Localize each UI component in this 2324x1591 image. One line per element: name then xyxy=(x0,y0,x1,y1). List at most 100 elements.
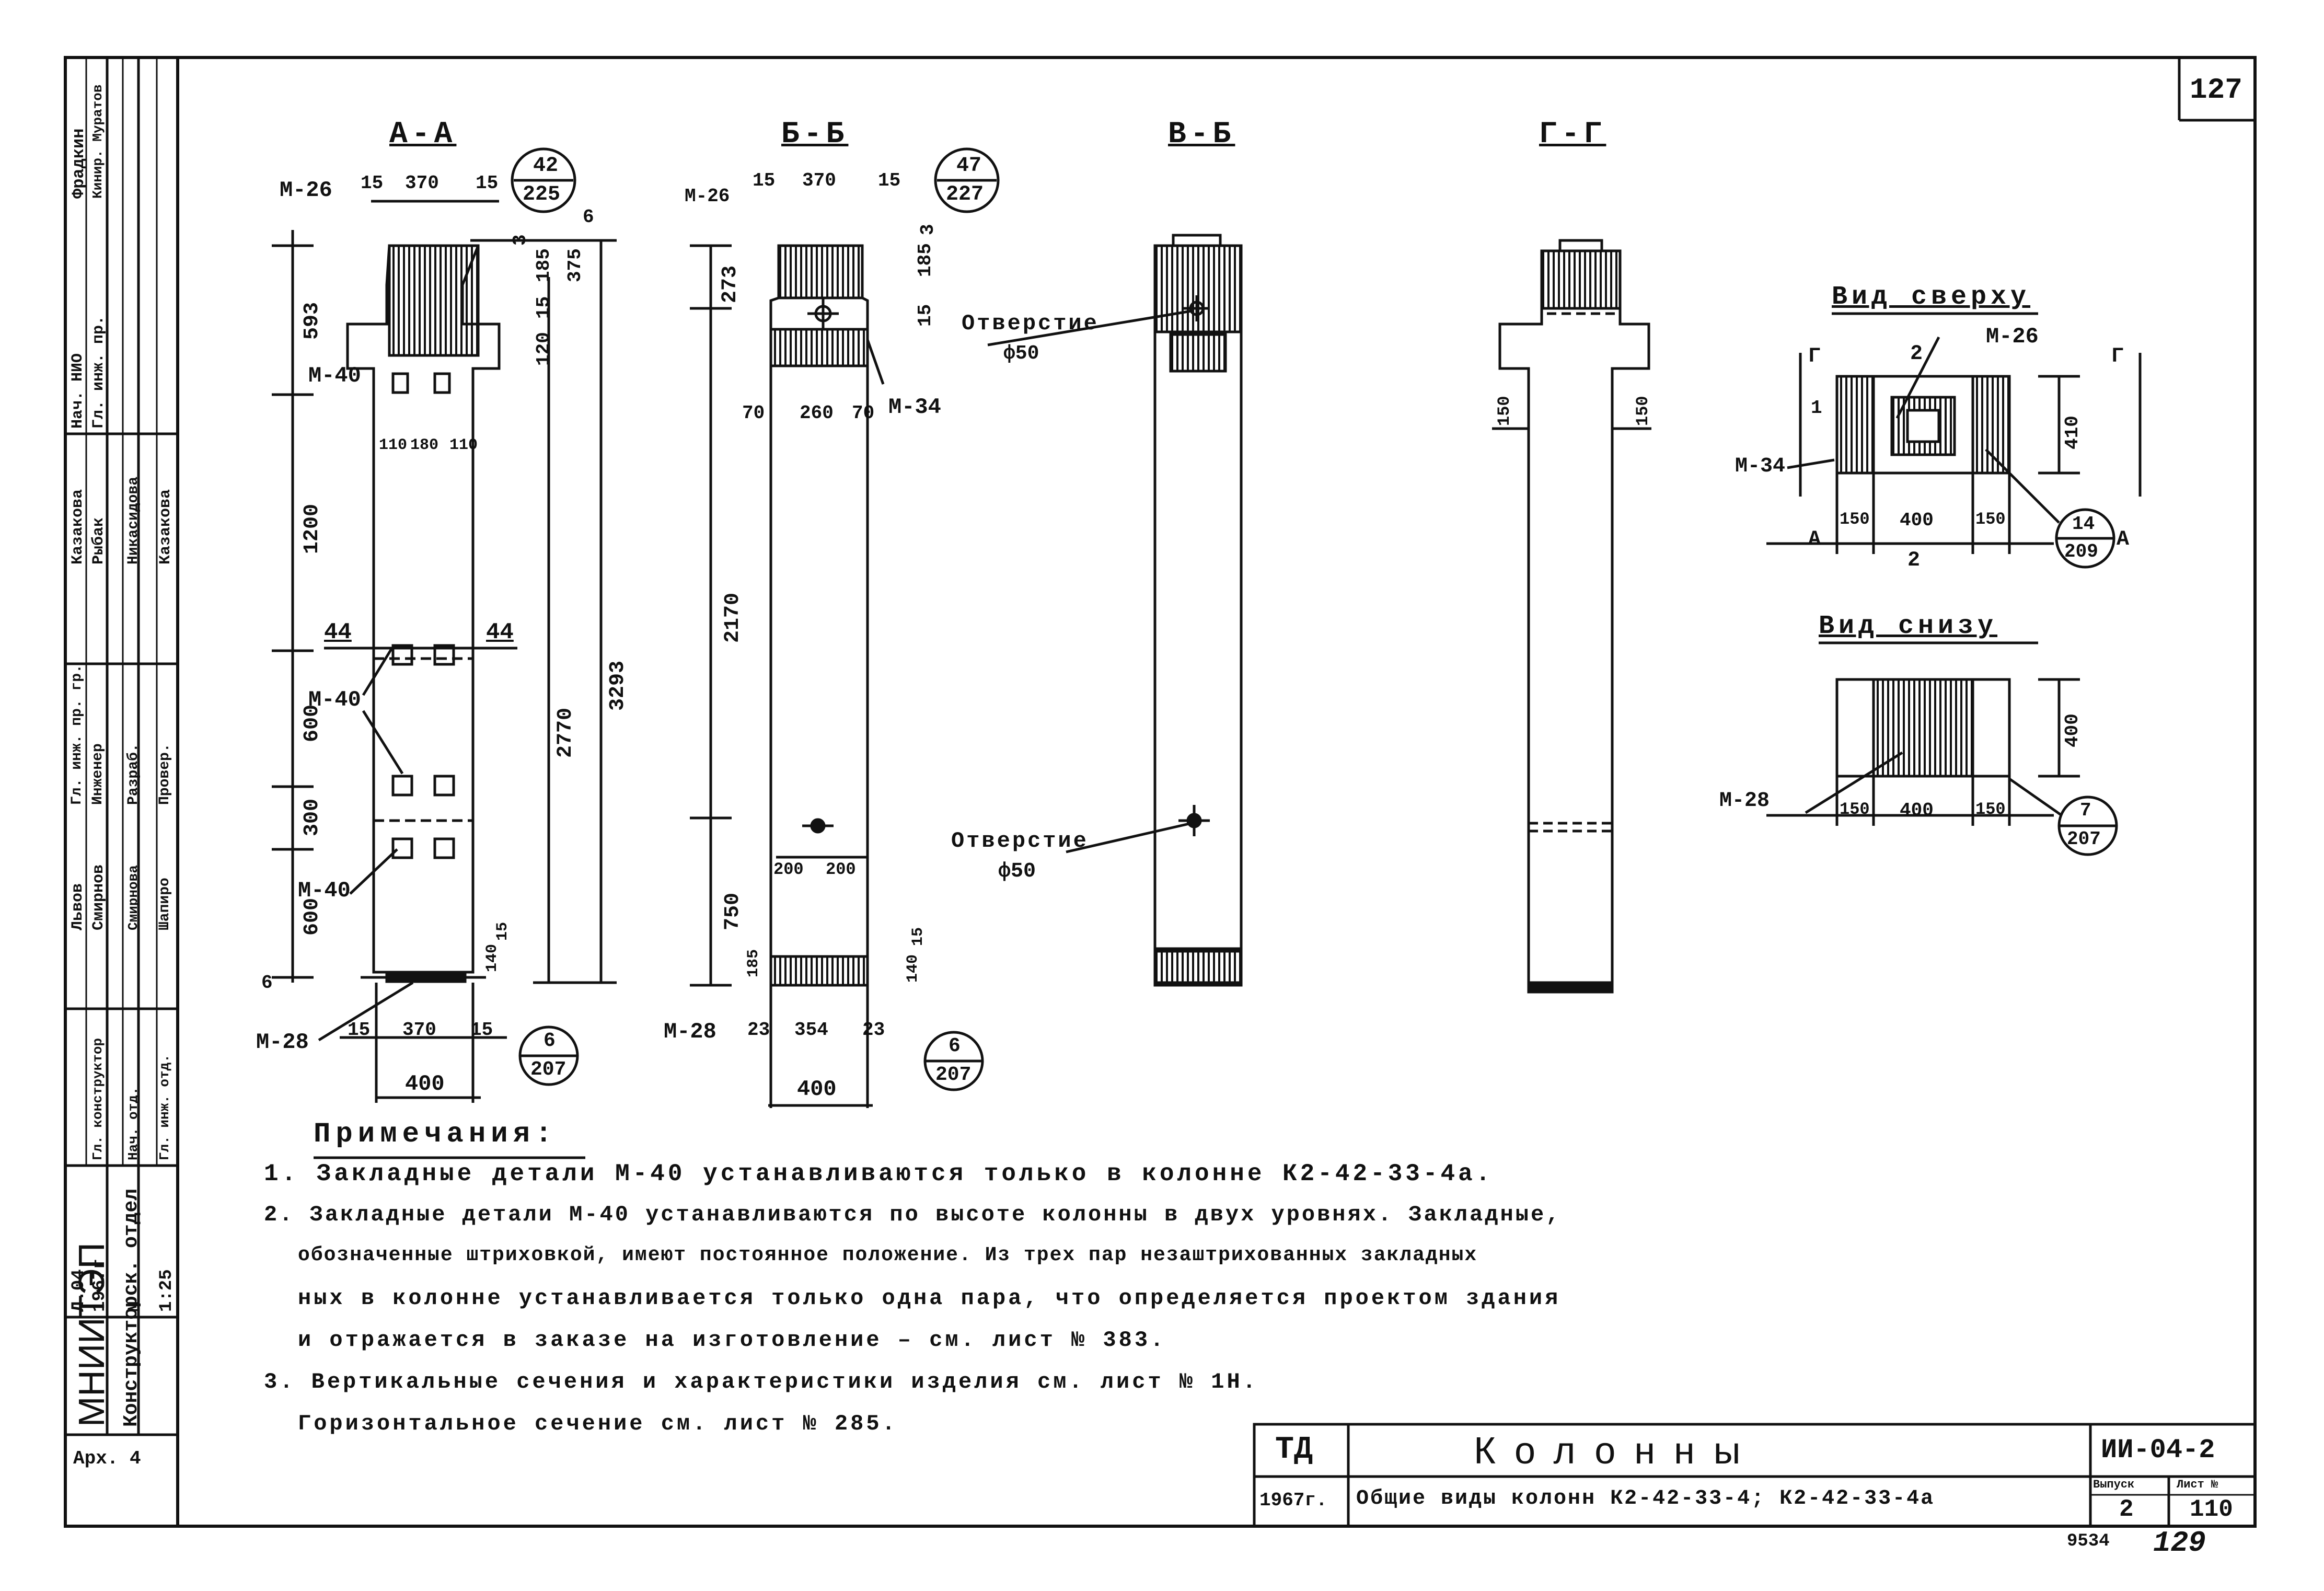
title-block-code: ИИ-04-2 xyxy=(2101,1435,2215,1466)
aa-dim-3293: 3293 xyxy=(606,660,630,711)
side-stamp-name-2: Кинир. Муратов xyxy=(90,84,106,199)
bottom-view-bubble-top: 7 xyxy=(2080,800,2091,821)
aa-dim-15b: 15 xyxy=(476,172,499,194)
aa-m40-label-1: М-40 xyxy=(308,363,361,388)
bb-dim-185b: 185 xyxy=(745,949,762,977)
bb-hole-diameter: ф50 xyxy=(1003,342,1039,365)
section-aa-title: А-А xyxy=(389,118,457,152)
aa-dim-370: 370 xyxy=(405,172,439,194)
top-view-a-right: А xyxy=(2117,528,2130,551)
aa-m28-label: М-28 xyxy=(256,1030,309,1055)
vv-hole-diameter: ф50 xyxy=(998,860,1036,883)
aa-dim-180: 180 xyxy=(410,436,439,454)
side-stamp-role-4: Гл. конструктор xyxy=(90,1037,106,1160)
aa-dim-110b: 110 xyxy=(449,436,478,454)
aa-dim-15f: 15 xyxy=(470,1019,493,1041)
gg-dim-150a: 150 xyxy=(1495,396,1514,426)
aa-dim-15c: 15 xyxy=(533,296,554,319)
aa-dim-44a: 44 xyxy=(324,619,352,645)
aa-dim-6: 6 xyxy=(583,206,594,228)
bb-dim-15c: 15 xyxy=(909,927,927,946)
bb-bubble-bottom: 227 xyxy=(946,183,984,206)
side-stamp-name-7: Львов xyxy=(69,883,87,930)
bb-dim-15: 15 xyxy=(915,304,936,327)
bottom-view-dim-150b: 150 xyxy=(1975,800,2006,819)
side-stamp-name-10: Шапиро xyxy=(157,878,173,930)
bb-m34-label: М-34 xyxy=(888,395,941,420)
bottom-view-dim-150a: 150 xyxy=(1840,800,1870,819)
aa-dim-6b: 6 xyxy=(261,972,273,994)
top-view-n1: 1 xyxy=(1811,397,1822,419)
side-stamp-role2-1: Инженер xyxy=(90,743,106,805)
bottom-view-bubble-bottom: 207 xyxy=(2067,828,2101,850)
aa-bubble2-top: 6 xyxy=(544,1030,556,1052)
aa-dim-44b: 44 xyxy=(486,619,514,645)
aa-dim-2770: 2770 xyxy=(554,707,577,758)
section-vv-title: В-Б xyxy=(1168,118,1235,152)
bb-m26-label: М-26 xyxy=(685,186,730,207)
side-stamp-name-9: Смирнова xyxy=(125,865,141,930)
bottom-view-dim-400: 400 xyxy=(1900,800,1934,821)
aa-dim-110a: 110 xyxy=(379,436,408,454)
bb-dim-15a: 15 xyxy=(753,170,776,191)
top-view-bubble-top: 14 xyxy=(2072,513,2095,535)
top-view-bubble-bottom: 209 xyxy=(2064,541,2098,562)
top-view-dim-400: 400 xyxy=(1900,510,1934,531)
bottom-view-title: Вид снизу xyxy=(1819,612,1998,641)
aa-dim-15e: 15 xyxy=(348,1019,371,1041)
side-stamp-role-3: Гл. инж. пр. гр. xyxy=(69,664,85,805)
top-view-m26-label: М-26 xyxy=(1986,324,2039,349)
bb-bubble2-bottom: 207 xyxy=(935,1064,972,1086)
side-stamp-role-1: Нач. НИО xyxy=(69,353,87,429)
top-view-n2-top: 2 xyxy=(1910,342,1923,366)
aa-m40-label-2: М-40 xyxy=(308,687,361,712)
title-block-list: 110 xyxy=(2190,1496,2233,1523)
aa-dim-1200: 1200 xyxy=(300,503,324,554)
bb-dim-15b: 15 xyxy=(878,170,901,191)
title-block-name: Колонны xyxy=(1474,1430,1760,1472)
bottom-view-dim-400v: 400 xyxy=(2062,713,2083,747)
page-number: 127 xyxy=(2190,73,2242,107)
title-block-year: 1967г. xyxy=(1259,1490,1327,1511)
side-stamp-role-2: Гл. инж. пр. xyxy=(90,315,108,429)
bb-m28-label: М-28 xyxy=(664,1019,716,1044)
top-view-dim-410: 410 xyxy=(2062,416,2083,449)
bb-dim-750: 750 xyxy=(721,892,745,930)
bb-dim-23a: 23 xyxy=(747,1019,770,1041)
top-view-g-right: Г xyxy=(2111,345,2124,368)
side-stamp-role2-3: Провер. xyxy=(157,743,173,805)
gg-dim-150b: 150 xyxy=(1633,396,1652,426)
bb-dim-140: 140 xyxy=(904,954,922,983)
aa-dim-120: 120 xyxy=(533,332,554,366)
aa-dim-15a: 15 xyxy=(361,172,384,194)
notes-heading: Примечания: xyxy=(314,1119,558,1150)
side-stamp-col1-2: 1967г xyxy=(90,1258,110,1312)
bb-dim-400: 400 xyxy=(797,1077,837,1102)
aa-dim-15d: 15 xyxy=(494,921,512,941)
side-stamp-role-5: Нач. отд. xyxy=(125,1087,141,1160)
side-stamp-name-1: Фрадкин xyxy=(69,128,88,199)
note-3-line-2: Горизонтальное сечение см. лист № 285. xyxy=(298,1411,898,1436)
side-stamp-name-8: Смирнов xyxy=(90,864,108,930)
bottom-view-m28-label: М-28 xyxy=(1719,789,1770,813)
bb-dim-70b: 70 xyxy=(852,402,875,424)
bb-dim-23b: 23 xyxy=(862,1019,885,1041)
bb-dim-185: 185 xyxy=(915,243,936,277)
top-view-a-left: А xyxy=(1808,528,1821,551)
bb-bubble-top: 47 xyxy=(956,154,982,178)
side-stamp-name-5: Никасидова xyxy=(125,476,142,564)
bb-dim-200b: 200 xyxy=(826,860,856,879)
bb-dim-354: 354 xyxy=(794,1019,828,1041)
bb-dim-260: 260 xyxy=(800,402,834,424)
title-block-vypusk-label: Выпуск xyxy=(2093,1478,2135,1491)
aa-dim-140: 140 xyxy=(483,943,501,972)
bb-dim-200a: 200 xyxy=(773,860,804,879)
bb-dim-3: 3 xyxy=(917,224,939,235)
top-view-dim-150b: 150 xyxy=(1975,510,2006,529)
bb-dim-370: 370 xyxy=(802,170,836,191)
aa-dim-300: 300 xyxy=(300,798,324,836)
title-block-subtitle: Общие виды колонн К2-42-33-4; К2-42-33-4… xyxy=(1356,1487,1935,1511)
note-2-line-4: и отражается в заказе на изготовление – … xyxy=(298,1328,1166,1353)
